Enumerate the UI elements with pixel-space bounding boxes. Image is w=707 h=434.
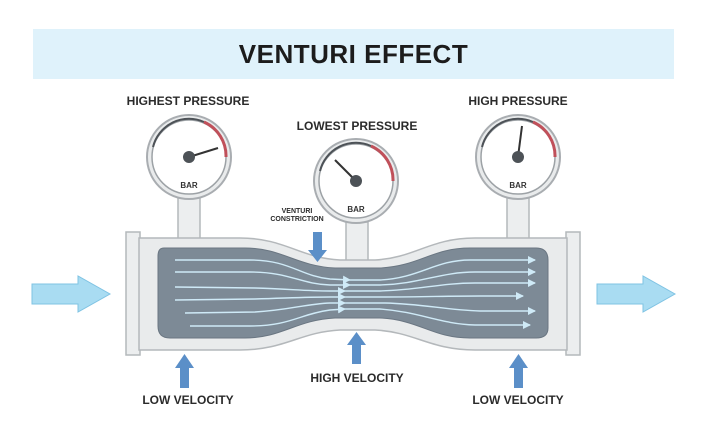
constriction-label: VENTURI CONSTRICTION (270, 208, 323, 224)
velocity-label-center: HIGH VELOCITY (310, 371, 404, 385)
gauge-unit: BAR (509, 181, 527, 190)
fluid-body (157, 247, 549, 339)
constriction-label-line1: VENTURI (281, 208, 313, 215)
velocity-label-left: LOW VELOCITY (142, 393, 234, 407)
streamline (345, 279, 536, 292)
constriction-label-line2: CONSTRICTION (270, 216, 324, 223)
pipe-flange-right (565, 231, 581, 356)
gauge-unit: BAR (347, 205, 365, 214)
gauge-label-high-pressure: HIGH PRESSURE (468, 94, 568, 108)
gauge-highest-pressure: BAR (146, 114, 232, 200)
streamline (184, 299, 346, 314)
velocity-label-right: LOW VELOCITY (472, 393, 564, 407)
title-banner: VENTURI EFFECT (33, 29, 674, 79)
streamline (345, 292, 524, 300)
constriction-arrow-down (308, 232, 327, 262)
gauge-high-pressure: BAR (475, 114, 561, 200)
gauge-lowest-pressure: BAR (313, 138, 399, 224)
gauge-stem-left (177, 197, 201, 241)
streamline (174, 286, 346, 295)
streamline (190, 305, 346, 327)
velocity-arrow-left (175, 354, 194, 388)
gauge-label-highest-pressure: HIGHEST PRESSURE (126, 94, 250, 108)
gauge-stem-right (506, 197, 530, 241)
pipe-flange-left (125, 231, 141, 356)
streamline (175, 259, 351, 284)
gauge-label-lowest-pressure: LOWEST PRESSURE (296, 119, 418, 133)
streamline (175, 271, 351, 289)
velocity-arrow-center (347, 332, 366, 364)
inlet-flow-arrow (31, 275, 112, 313)
streamline (174, 293, 346, 301)
streamline (345, 302, 536, 315)
page-title: VENTURI EFFECT (238, 38, 469, 69)
streamline (350, 268, 536, 286)
streamlines (174, 256, 536, 329)
gauge-unit: BAR (180, 181, 198, 190)
streamline (345, 308, 531, 329)
outlet-flow-arrow (596, 275, 677, 313)
velocity-arrow-right (509, 354, 528, 388)
streamline (350, 256, 536, 281)
